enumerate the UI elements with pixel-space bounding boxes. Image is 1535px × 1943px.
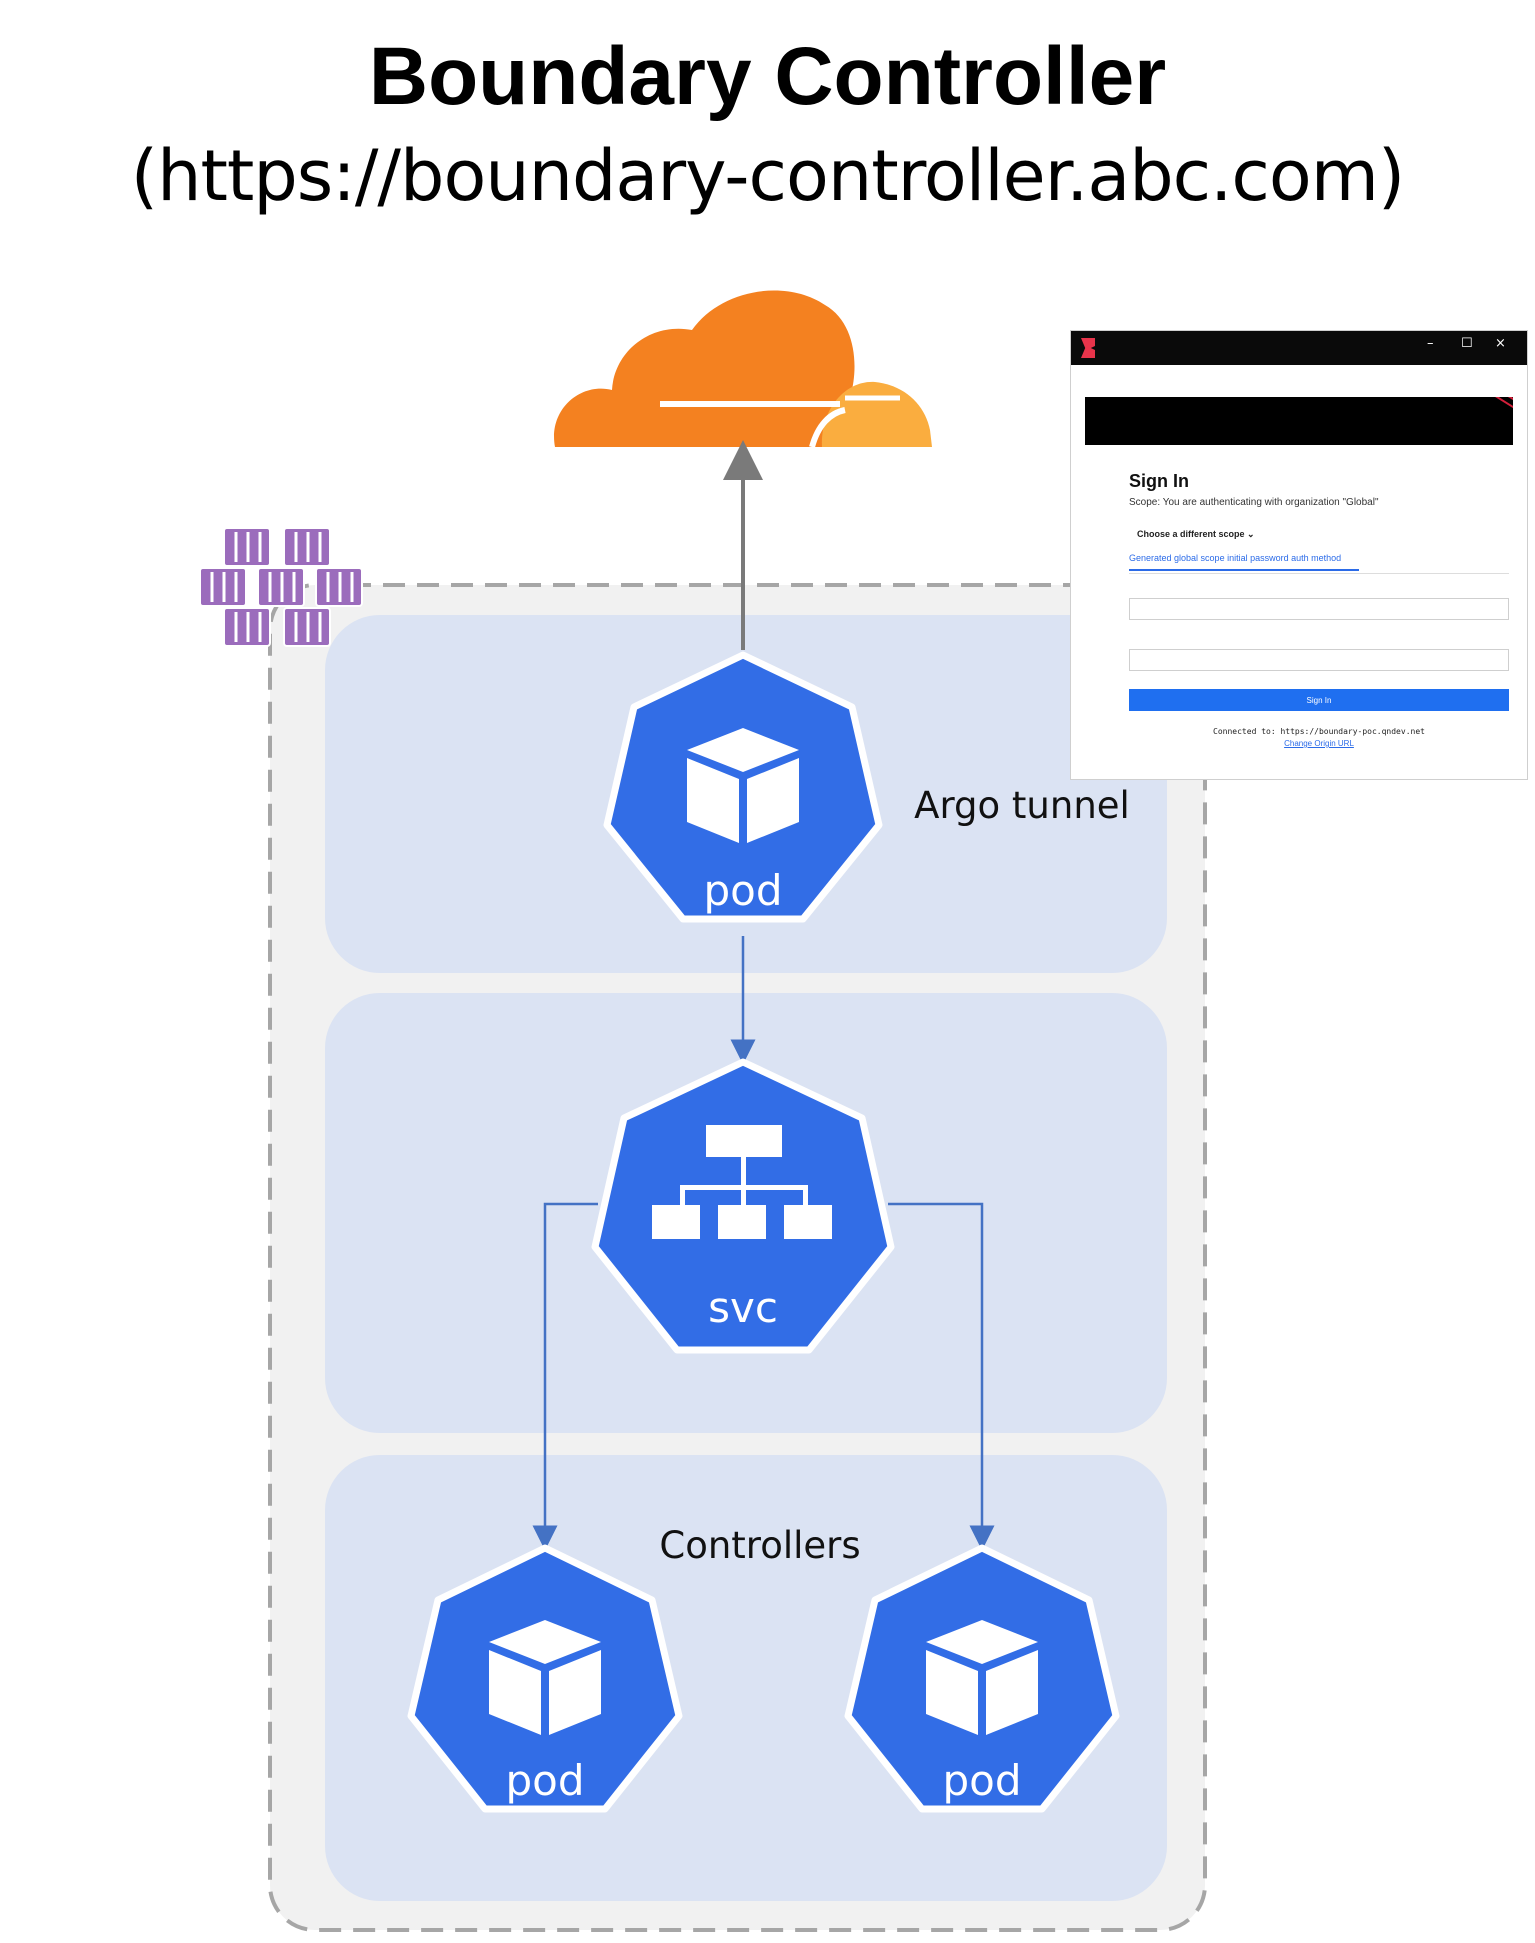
signin-button[interactable]: Sign In [1129,689,1509,711]
controllers-label: Controllers [659,1524,860,1567]
aks-cluster-icon [199,527,363,647]
service-icon [591,1058,895,1354]
boundary-signin-window: – ☐ × Sign In Scope: You are authenticat… [1070,330,1528,780]
controller-pod-2-icon [844,1544,1120,1813]
svc-to-controller-pod-2-arrow [888,1202,995,1551]
tunnel-pod-icon [603,651,883,923]
tab-divider [1129,573,1509,574]
page-title: Boundary Controller [368,31,1167,122]
password-field[interactable] [1129,649,1509,671]
connected-origin-text: Connected to: https://boundary-poc.qndev… [1213,727,1425,736]
close-button[interactable]: × [1495,336,1506,351]
change-origin-link[interactable]: Change Origin URL [1284,739,1354,748]
page-subtitle-url: (https://boundary-controller.abc.com) [130,135,1405,217]
service-label: svc [708,1283,778,1332]
controller-pod-1-label: pod [505,1756,584,1805]
argo-tunnel-label: Argo tunnel [914,784,1130,827]
choose-scope-dropdown[interactable]: Choose a different scope ⌄ [1137,529,1255,539]
signin-heading: Sign In [1129,471,1189,491]
boundary-logo-icon [1081,338,1095,358]
cloudflare-cloud-icon [554,290,932,448]
maximize-button[interactable]: ☐ [1461,336,1473,351]
controller-pod-1-icon [407,1544,683,1813]
header-banner [1085,397,1513,445]
svc-to-controller-pod-1-arrow [532,1202,598,1551]
controller-pod-2-label: pod [942,1756,1021,1805]
minimize-button[interactable]: – [1427,336,1434,351]
scope-text: Scope: You are authenticating with organ… [1129,497,1379,508]
tunnel-pod-label: pod [703,866,782,915]
auth-method-tab[interactable]: Generated global scope initial password … [1129,553,1359,571]
window-titlebar: – ☐ × [1071,331,1527,365]
login-name-field[interactable] [1129,598,1509,620]
